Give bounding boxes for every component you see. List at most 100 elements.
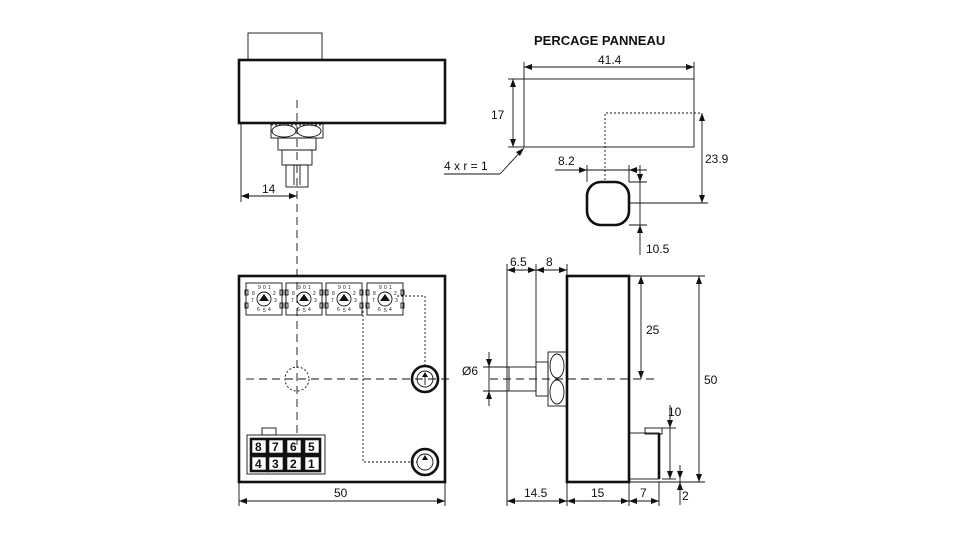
selector-inner (416, 370, 434, 388)
arrowhead (677, 482, 683, 490)
internal-wiring (397, 295, 426, 368)
dim-side-connector-width: 7 (640, 486, 647, 500)
arrowhead (686, 64, 694, 70)
switch-tab (365, 289, 370, 296)
switch-digit: 3 (314, 298, 317, 304)
dim-side-body-width: 15 (591, 486, 605, 500)
internal-wiring (362, 311, 417, 463)
switch-tab (365, 302, 370, 309)
pin-label: 3 (272, 457, 279, 471)
arrowhead (559, 267, 567, 273)
switch-digit: 3 (354, 298, 357, 304)
switch-digit: 5 (263, 308, 266, 314)
switch-tab (284, 302, 289, 309)
switch-body (285, 282, 323, 316)
connector-latch (644, 427, 663, 435)
top-view-body (237, 58, 447, 125)
arrow-up-icon (299, 294, 309, 301)
arrowhead (528, 267, 536, 273)
switch-tab (319, 302, 324, 309)
arrowhead (567, 498, 575, 504)
nut-lobe (549, 379, 565, 405)
arrowhead (637, 225, 643, 233)
cutout-rectangle (523, 78, 695, 148)
rotary-switch[interactable]: 9 0 1 2 3 4 5 6 7 8 (365, 282, 405, 316)
connector-pin (302, 454, 322, 473)
dim-nut-length: 8 (546, 255, 553, 269)
connector-latch (261, 427, 277, 436)
switch-digit: 4 (348, 307, 351, 313)
dim-hole-horizontal: 8.2 (558, 154, 575, 168)
switch-digit: 7 (331, 298, 334, 304)
rotary-selector[interactable] (410, 447, 440, 477)
switch-tab (279, 302, 284, 309)
arrowhead (507, 267, 515, 273)
switch-tab (359, 302, 364, 309)
switch-digit: 9 (298, 285, 301, 291)
switch-digit: 2 (353, 291, 356, 297)
switch-digit: 2 (313, 291, 316, 297)
arrowhead (696, 474, 702, 482)
arrowhead (510, 79, 516, 87)
dim-front-width: 50 (334, 486, 348, 500)
switch-digit: 6 (337, 307, 340, 313)
rotary-switch[interactable]: 9 0 1 2 3 4 5 6 7 8 (284, 282, 324, 316)
switch-tab (359, 289, 364, 296)
switch-digit: 9 (379, 285, 382, 291)
connector: 8 7 6 5 4 3 2 1 (246, 427, 326, 475)
rotary-switch[interactable]: 9 0 1 2 3 4 5 6 7 8 (244, 282, 284, 316)
rotary-switch[interactable]: 9 0 1 2 3 4 5 6 7 8 (324, 282, 364, 316)
rotary-selector[interactable] (410, 364, 440, 394)
arrowhead (437, 498, 445, 504)
switch-digit: 1 (389, 285, 392, 291)
switch-digit: 6 (297, 307, 300, 313)
arrowhead (510, 139, 516, 147)
dim-top-view-offset: 14 (262, 182, 276, 196)
dim-connector-height: 10 (668, 405, 682, 419)
dim-shaft-diameter: Ø6 (462, 364, 478, 378)
switch-digit: 6 (257, 307, 260, 313)
connector-housing (246, 434, 326, 475)
switch-digit: 9 (338, 285, 341, 291)
switch-tab (400, 289, 405, 296)
switch-tab (324, 289, 329, 296)
switch-digit: 7 (291, 298, 294, 304)
pin-label: 1 (308, 457, 315, 471)
switch-digit: 0 (384, 285, 387, 291)
switch-dial (256, 291, 272, 307)
arrowhead (629, 498, 637, 504)
switch-digit: 3 (274, 298, 277, 304)
dim-knob-length: 6.5 (510, 255, 527, 269)
arrowhead (486, 391, 492, 399)
pin-label: 8 (255, 440, 262, 454)
arrowhead (486, 359, 492, 367)
switch-digit: 5 (384, 308, 387, 314)
drawing-title: PERCAGE PANNEAU (534, 33, 665, 48)
radius-note: 4 x r = 1 (444, 159, 488, 173)
switch-body (245, 282, 283, 316)
pin-label: 7 (272, 440, 279, 454)
arrowhead (699, 195, 705, 203)
dim-side-upper: 25 (646, 323, 660, 337)
arrowhead (638, 276, 644, 284)
arrow-up-icon (259, 294, 269, 301)
switch-digit: 0 (263, 285, 266, 291)
switch-digit: 8 (292, 291, 295, 297)
side-view-connector (628, 432, 660, 480)
switch-tab (244, 289, 249, 296)
switch-dial (336, 291, 352, 307)
switch-digit: 4 (308, 307, 311, 313)
connector-pin (266, 437, 286, 456)
hidden-shaft-circle (284, 366, 310, 392)
arrowhead (241, 193, 249, 199)
arrowhead (516, 148, 524, 156)
connector-pin (266, 454, 286, 473)
connector-pin (284, 454, 304, 473)
switch-digit: 4 (389, 307, 392, 313)
arrowhead (507, 498, 515, 504)
switch-dial (296, 291, 312, 307)
dim-hole-height: 10.5 (646, 242, 670, 256)
nut-lobe (296, 124, 322, 138)
